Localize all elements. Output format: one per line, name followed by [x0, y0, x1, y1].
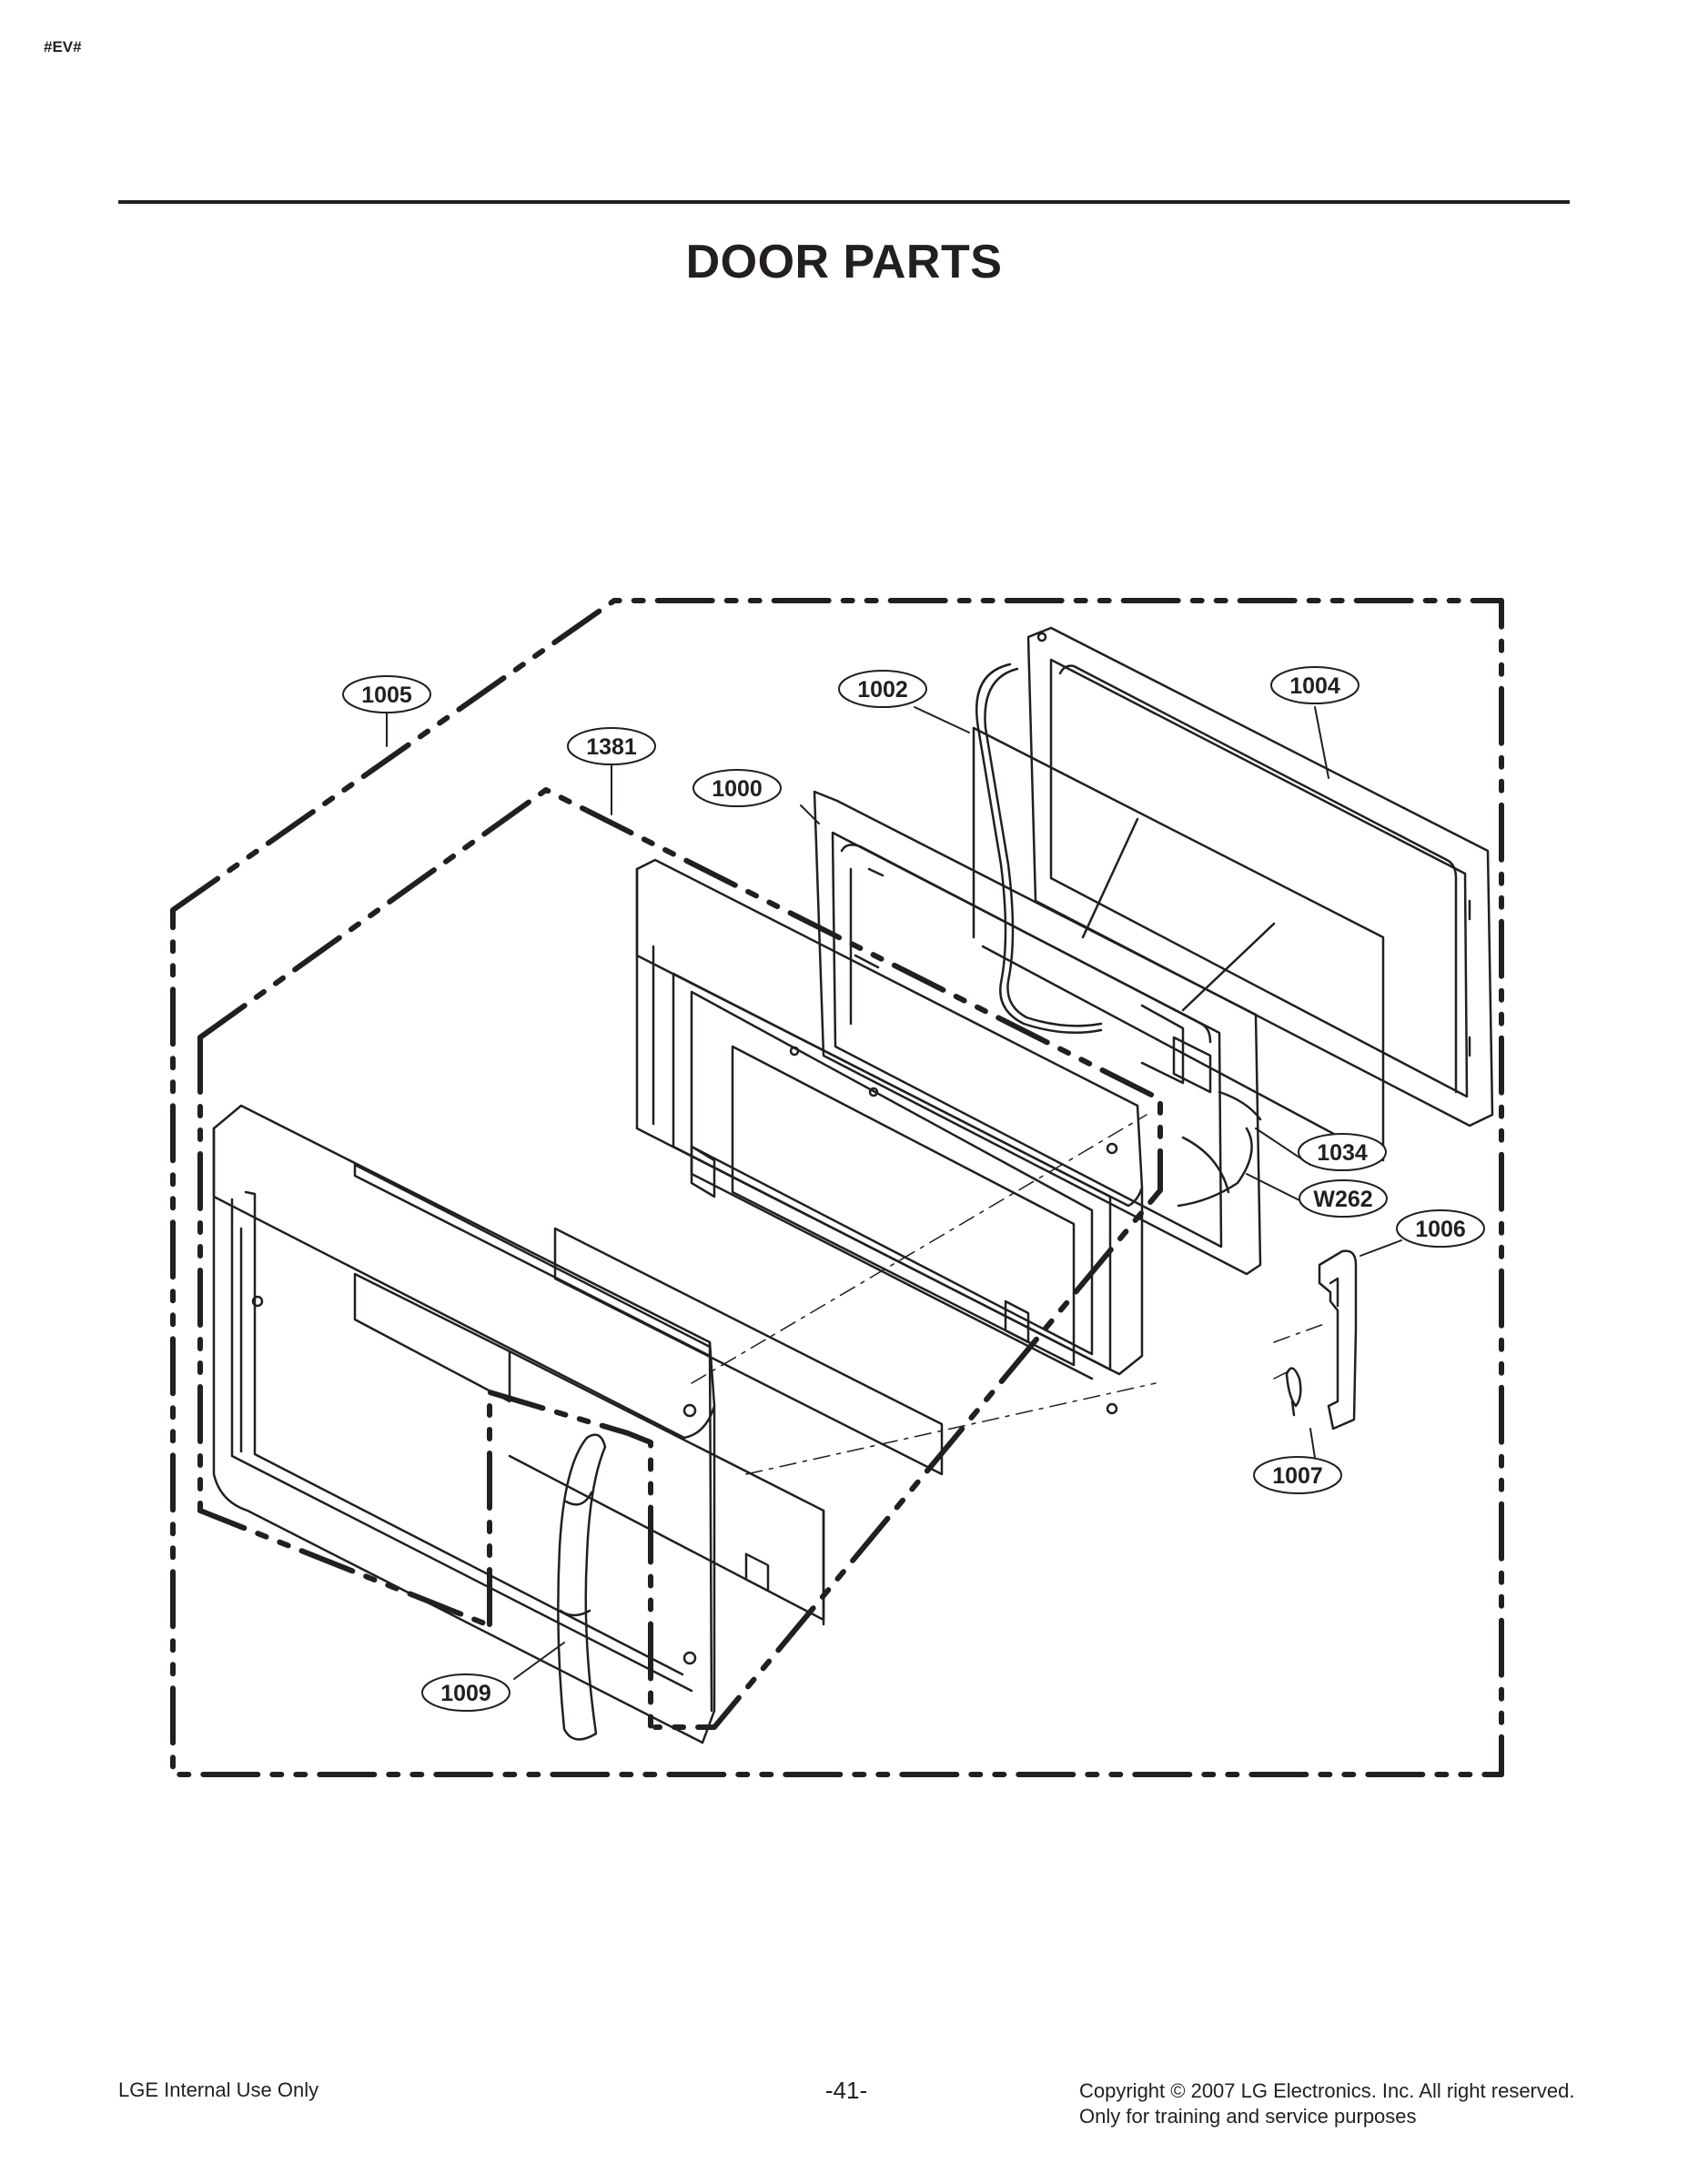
callout-1002	[838, 670, 927, 708]
callout-label-1381: 1381	[586, 734, 637, 760]
door-frame	[635, 858, 1144, 1592]
callout-label-1000: 1000	[712, 776, 763, 802]
callout-1000	[692, 769, 782, 807]
explosion-lines	[691, 1114, 1325, 1475]
callout-1007	[1253, 1456, 1342, 1494]
glass-panels	[353, 1163, 944, 1626]
callout-label-1006: 1006	[1415, 1217, 1466, 1242]
door-plate	[813, 790, 1262, 1276]
top-rule	[118, 200, 1570, 204]
page-title: DOOR PARTS	[685, 236, 1003, 288]
leader-lines	[386, 706, 1402, 1680]
callout-1004	[1270, 666, 1359, 704]
door-latch	[1285, 1249, 1358, 1431]
outer-boundary	[170, 598, 1504, 1777]
footer-copyright: Copyright © 2007 LG Electronics. Inc. Al…	[1079, 2079, 1575, 2102]
inner-door-frame	[1026, 626, 1494, 1127]
callout-label-1034: 1034	[1317, 1140, 1368, 1166]
page-number: -41-	[824, 2077, 868, 2104]
callout-label-1002: 1002	[857, 677, 908, 703]
callouts	[342, 666, 1485, 1712]
callout-label-1009: 1009	[440, 1681, 491, 1706]
choke-gasket	[972, 726, 1385, 1162]
callout-label-1005: 1005	[361, 682, 412, 708]
callout-labels: 1005 1381 1000 1002 1004 1034 W262 1006 …	[361, 673, 1466, 1706]
handle-slot-outline	[487, 1390, 653, 1730]
callout-1005	[342, 675, 431, 713]
inner-boundary-left	[197, 1035, 490, 1627]
door-handle	[557, 1433, 607, 1741]
callout-label-W262: W262	[1313, 1187, 1372, 1212]
callout-1009	[421, 1673, 510, 1712]
callout-1034	[1298, 1133, 1387, 1171]
corner-tag: #EV#	[44, 38, 82, 56]
footer-internal-use: LGE Internal Use Only	[118, 2078, 319, 2101]
callout-1006	[1396, 1209, 1485, 1248]
cable-harness	[975, 662, 1253, 1208]
callout-label-1004: 1004	[1289, 673, 1340, 699]
footer-training-note: Only for training and service purposes	[1079, 2105, 1417, 2128]
callout-W262	[1299, 1179, 1388, 1218]
callout-label-1007: 1007	[1272, 1463, 1323, 1489]
inner-boundary	[197, 787, 1163, 1730]
footer-copyright-block: Copyright © 2007 LG Electronics. Inc. Al…	[1079, 2078, 1574, 2129]
callout-1381	[567, 727, 656, 765]
outer-door-panel	[212, 1104, 716, 1744]
